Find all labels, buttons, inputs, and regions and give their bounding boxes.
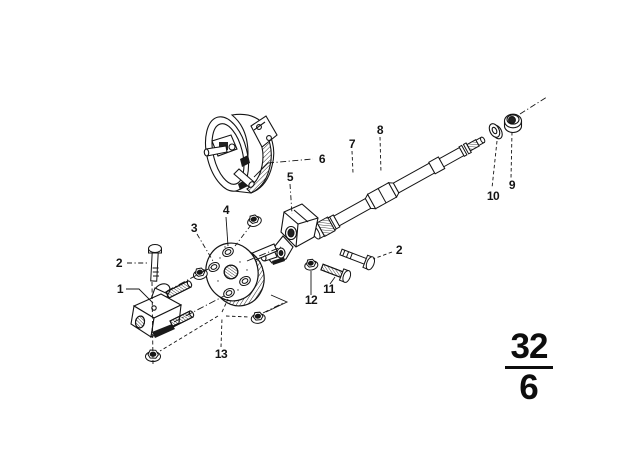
disc-stipple bbox=[217, 246, 248, 291]
clamp-yoke-part1 bbox=[130, 280, 195, 338]
cap-nut-part9 bbox=[503, 113, 523, 133]
section-code-numerator: 32 bbox=[510, 327, 549, 366]
part-label-8: 8 bbox=[376, 123, 384, 137]
part-label-7: 7 bbox=[348, 137, 356, 151]
nut-part12 bbox=[304, 258, 319, 271]
part-label-9: 9 bbox=[508, 178, 516, 192]
coupling-housing-part6 bbox=[203, 113, 278, 194]
ujoint-yoke-part5 bbox=[248, 203, 319, 265]
washer-part10 bbox=[488, 123, 503, 140]
lock-nuts bbox=[145, 214, 319, 362]
steering-shaft-part7-8 bbox=[310, 136, 486, 240]
section-code-denominator: 6 bbox=[519, 368, 539, 407]
part-label-6: 6 bbox=[318, 152, 326, 166]
part-label-3: 3 bbox=[190, 221, 198, 235]
bolt-part2-left bbox=[148, 244, 162, 282]
part-label-2-right: 2 bbox=[395, 243, 403, 257]
part-label-12: 12 bbox=[304, 293, 318, 307]
part-label-2-left: 2 bbox=[115, 256, 123, 270]
flex-disc-part3 bbox=[205, 242, 265, 307]
nut-right-of-disc bbox=[250, 311, 266, 324]
part-label-11: 11 bbox=[323, 282, 335, 296]
part-label-4: 4 bbox=[222, 203, 230, 217]
housing-pin-lower bbox=[233, 168, 255, 188]
part-label-13: 13 bbox=[214, 347, 228, 361]
bolt-part11 bbox=[320, 263, 352, 283]
housing-pin-left bbox=[203, 145, 228, 157]
part-label-10: 10 bbox=[486, 189, 500, 203]
nut-left-of-disc bbox=[192, 267, 208, 280]
section-code: 32 6 bbox=[500, 329, 558, 406]
leader-lines bbox=[126, 96, 548, 365]
section-code-divider bbox=[505, 366, 553, 369]
nut-above-disc bbox=[247, 214, 262, 227]
part-label-5: 5 bbox=[286, 170, 294, 184]
part-label-1: 1 bbox=[116, 282, 124, 296]
disc-bushings-part4 bbox=[208, 246, 251, 299]
bolt-part2-right bbox=[339, 248, 376, 271]
